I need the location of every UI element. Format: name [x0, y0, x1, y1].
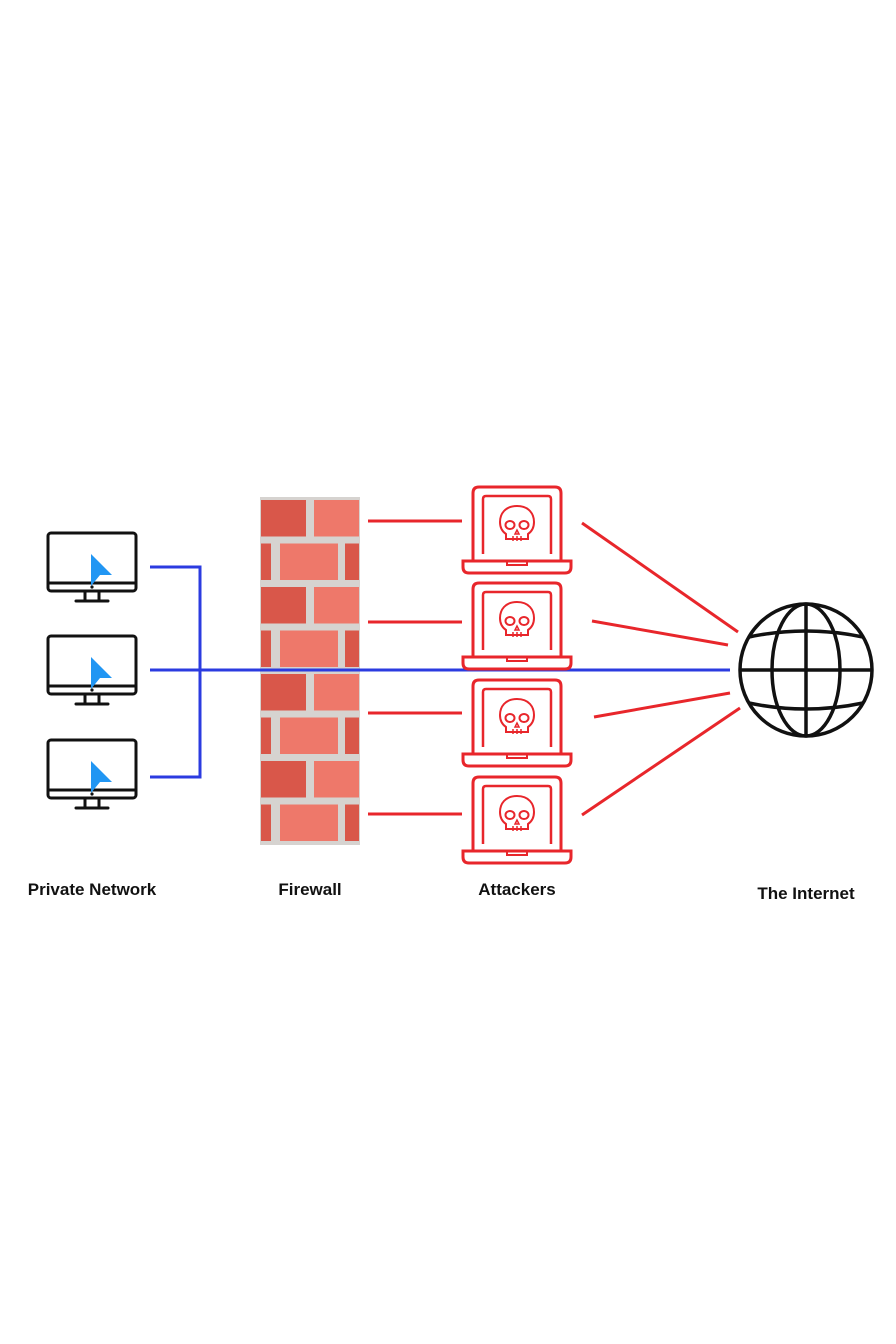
brick: [280, 630, 338, 667]
brick: [280, 717, 338, 754]
skull-laptop-icon: [461, 678, 573, 768]
brick: [261, 717, 271, 754]
link-attacker-1-internet: [581, 521, 739, 634]
attackers: [461, 485, 573, 865]
brick: [345, 804, 359, 841]
brick-rows: [261, 500, 359, 841]
brick: [345, 717, 359, 754]
brick: [261, 761, 306, 798]
desktop-monitor-icon: [46, 738, 138, 810]
label-firewall: Firewall: [278, 880, 342, 899]
skull-laptop-icon: [461, 485, 573, 575]
brick: [261, 630, 271, 667]
brick: [314, 500, 359, 537]
link-computer-1-bus: [150, 565, 202, 670]
brick: [280, 543, 338, 580]
brick: [314, 674, 359, 711]
brick: [261, 804, 271, 841]
brick: [280, 804, 338, 841]
link-attacker-4-internet: [581, 706, 741, 817]
skull-laptop-icon: [461, 775, 573, 865]
label-attackers: Attackers: [478, 880, 556, 899]
brick: [345, 630, 359, 667]
link-computer-3-bus: [150, 670, 202, 779]
desktop-monitor-icon: [46, 531, 138, 603]
private-computers: [46, 531, 138, 810]
attack-links: [368, 519, 741, 817]
link-attacker-2-internet: [591, 619, 729, 647]
brick: [314, 761, 359, 798]
brick: [261, 543, 271, 580]
globe-icon: [738, 602, 874, 738]
desktop-monitor-icon: [46, 634, 138, 706]
brick: [345, 543, 359, 580]
brick: [261, 500, 306, 537]
link-attacker-3-internet: [593, 691, 731, 719]
brick: [261, 674, 306, 711]
label-internet: The Internet: [757, 884, 855, 903]
skull-laptop-icon: [461, 581, 573, 671]
label-private-network: Private Network: [27, 880, 157, 899]
private-network-links: [150, 565, 730, 779]
brick: [261, 587, 306, 624]
brick: [314, 587, 359, 624]
